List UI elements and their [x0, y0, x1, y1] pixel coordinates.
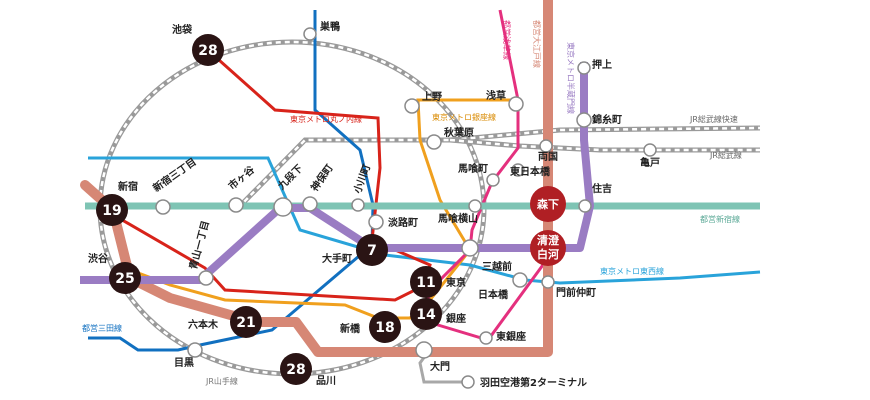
label-shinagawa: 品川 — [316, 375, 336, 387]
minutes-roppongi: 21 — [236, 315, 255, 331]
label-asakusa: 浅草 — [486, 89, 506, 102]
line-label-oedo: 都営大江戸線 — [532, 20, 542, 68]
label-mitsukoshimae: 三越前 — [482, 260, 512, 273]
line-label-sobu: JR総武線 — [709, 150, 742, 160]
label-monzennakacho: 門前仲町 — [556, 286, 596, 299]
hanzomon-line — [80, 62, 594, 284]
line-label-ginza: 東京メトロ銀座線 — [432, 112, 496, 122]
label-shinjukusanchome: 新宿三丁目 — [150, 155, 198, 194]
label-nihonbashi: 日本橋 — [478, 288, 509, 301]
label-shinjuku: 新宿 — [118, 180, 138, 193]
label-aoyama: 青山一丁目 — [186, 219, 211, 271]
label-roppongi: 六本木 — [188, 318, 219, 331]
line-label-mita: 都営三田線 — [82, 323, 122, 333]
label-haneda: 羽田空港第2ターミナル — [480, 376, 587, 389]
line-label-shinjuku: 都営新宿線 — [700, 214, 740, 224]
label-shimbashi: 新橋 — [340, 322, 361, 335]
label-ichigaya: 市ヶ谷 — [226, 162, 258, 192]
label-ryogoku: 両国 — [538, 151, 558, 163]
line-label-tozai: 東京メトロ東西線 — [600, 266, 664, 276]
minutes-ikebukuro: 28 — [198, 43, 217, 59]
label-bakurocho: 馬喰町 — [458, 162, 488, 175]
marunouchi-line — [104, 50, 432, 302]
line-label-sobu-rapid: JR総武線快速 — [689, 114, 738, 124]
line-label-yamanote: JR山手線 — [205, 376, 238, 386]
label-ikebukuro: 池袋 — [172, 23, 193, 36]
minutes-ginza: 14 — [416, 307, 436, 323]
line-label-hanzomon: 東京メトロ半蔵門線 — [566, 42, 576, 114]
line-labels: 東京メトロ丸ノ内線 東京メトロ銀座線 都営浅草線 都営大江戸線 東京メトロ半蔵門… — [82, 20, 742, 386]
station-labels: 池袋 巣鴨 上野 浅草 押上 錦糸町 秋葉原 両国 亀戸 馬喰町 東日本橋 新宿… — [88, 20, 660, 389]
minutes-tokyo: 11 — [416, 275, 435, 291]
kiyosumi-label: 清澄 — [537, 233, 560, 247]
label-awajicho: 淡路町 — [388, 216, 418, 229]
label-kameido: 亀戸 — [640, 156, 660, 169]
label-jimbocho: 神保町 — [308, 162, 336, 194]
minutes-shibuya: 25 — [115, 271, 134, 287]
minutes-shimbashi: 18 — [375, 320, 394, 336]
label-oshiage: 押上 — [592, 58, 612, 71]
label-daimon: 大門 — [430, 360, 450, 373]
minutes-otemachi: 7 — [367, 243, 377, 259]
label-ueno: 上野 — [422, 90, 442, 103]
tozai-line — [88, 156, 761, 285]
label-higashinihonbashi: 東日本橋 — [510, 165, 551, 178]
label-sugamo: 巣鴨 — [319, 20, 340, 33]
label-sumiyoshi: 住吉 — [592, 182, 612, 195]
label-meguro: 目黒 — [174, 357, 194, 369]
label-bakuroyokoyama: 馬喰横山 — [438, 212, 478, 225]
label-tokyo: 東京 — [446, 276, 466, 289]
morishita-marker — [530, 186, 566, 222]
kiyosumi-label-2: 白河 — [537, 247, 559, 261]
jr-sobu-lines — [236, 125, 761, 210]
label-higashiginza: 東銀座 — [496, 330, 526, 343]
line-label-asakusa: 都営浅草線 — [502, 20, 512, 60]
label-shibuya: 渋谷 — [88, 252, 109, 265]
minutes-shinjuku: 19 — [102, 203, 121, 219]
time-circles: 28 19 25 7 11 14 18 21 28 — [96, 34, 442, 385]
minutes-shinagawa: 28 — [286, 362, 305, 378]
highlight-stations: 森下 清澄 白河 — [530, 186, 566, 266]
station-markers — [155, 27, 657, 389]
label-kinshicho: 錦糸町 — [591, 113, 622, 126]
mita-line — [88, 10, 375, 352]
kiyosumi-marker — [530, 230, 566, 266]
morishita-label: 森下 — [537, 197, 559, 211]
line-label-marunouchi: 東京メトロ丸ノ内線 — [290, 114, 362, 124]
label-akihabara: 秋葉原 — [444, 126, 474, 139]
label-otemachi: 大手町 — [322, 252, 352, 265]
label-ginza: 銀座 — [446, 312, 466, 325]
